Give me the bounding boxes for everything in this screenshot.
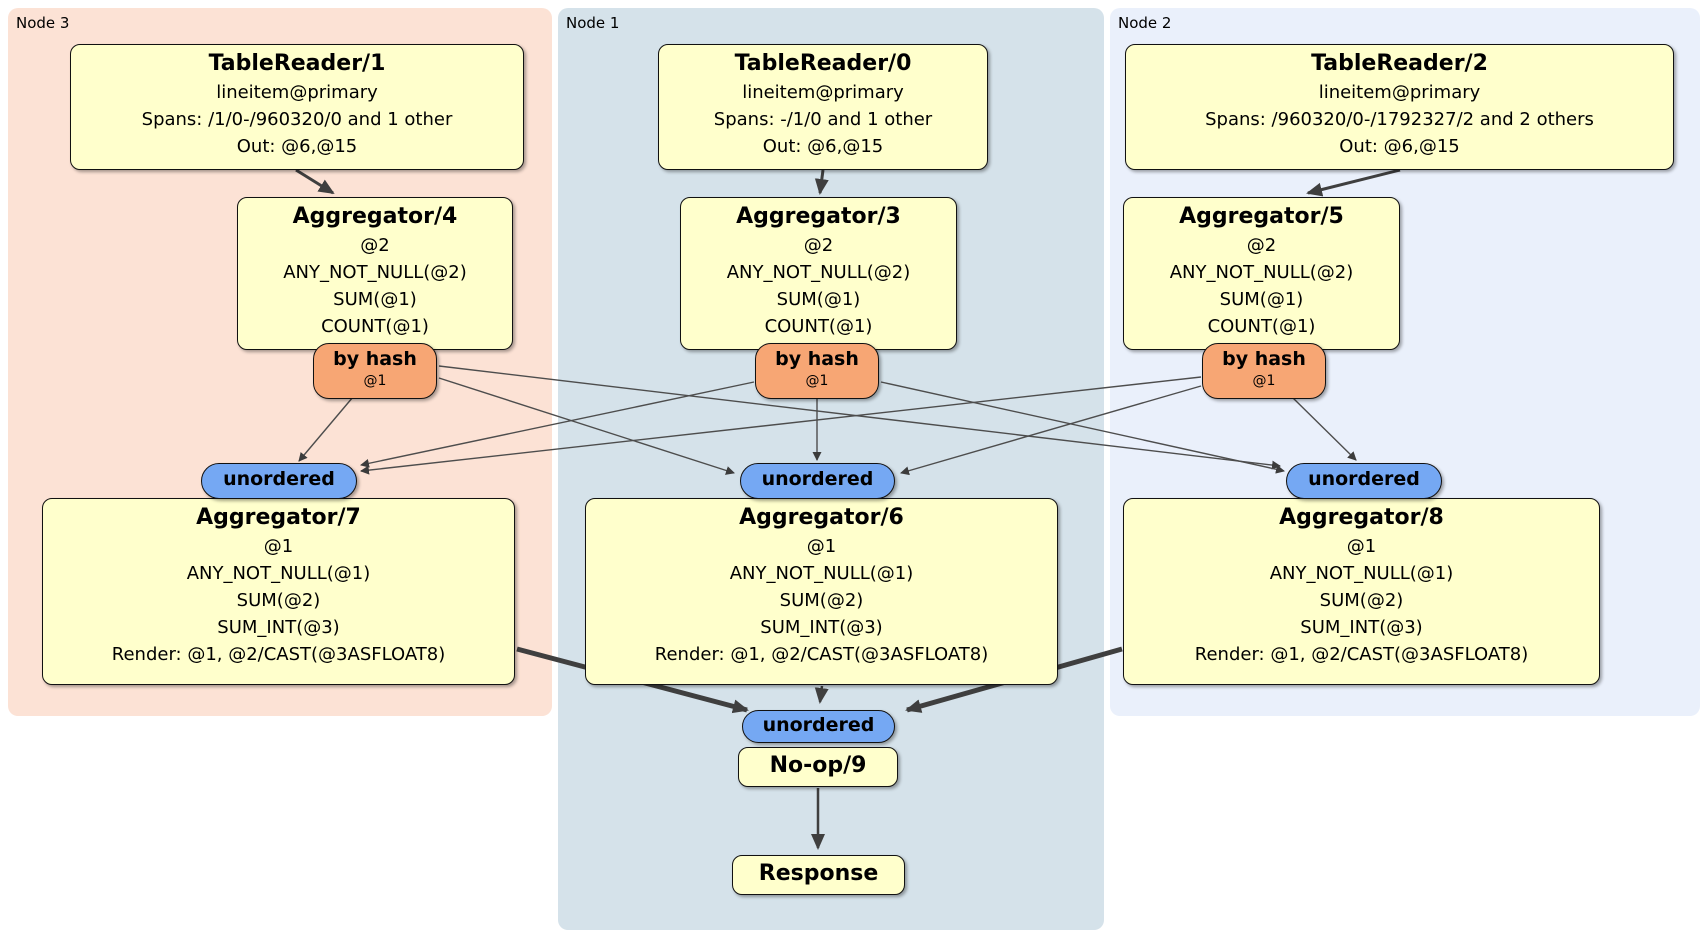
processor-title: Aggregator/6	[739, 505, 904, 530]
processor-agg-fn: ANY_NOT_NULL(@2)	[283, 262, 467, 283]
processor-agg-fn: SUM_INT(@3)	[760, 617, 883, 638]
edge-tr1-agg4	[295, 168, 335, 195]
processor-spans: Spans: /960320/0-/1792327/2 and 2 others	[1205, 109, 1594, 130]
processor-index: lineitem@primary	[1318, 82, 1481, 103]
processor-group-cols: @1	[263, 536, 294, 557]
processor-agg-fn: SUM(@2)	[236, 590, 321, 611]
edge-tr0-agg3	[814, 169, 829, 195]
processor-group-cols: @2	[1246, 235, 1277, 256]
processor-title: Response	[758, 861, 879, 886]
processor-agg-fn: ANY_NOT_NULL(@2)	[726, 262, 911, 283]
edge-agg6-sync9	[814, 685, 829, 704]
router-key: @1	[363, 373, 387, 389]
processor-title: Aggregator/5	[1179, 204, 1344, 229]
processor-spans: Spans: /1/0-/960320/0 and 1 other	[141, 109, 453, 130]
processor-title: TableReader/0	[734, 51, 912, 76]
processor-agg-fn: ANY_NOT_NULL(@2)	[1169, 262, 1354, 283]
processor-agg-fn: SUM(@2)	[1319, 590, 1404, 611]
processor-agg-fn: SUM_INT(@3)	[1300, 617, 1423, 638]
edge-tr2-agg5	[1306, 168, 1401, 197]
processor-agg-fn: ANY_NOT_NULL(@1)	[1269, 563, 1454, 584]
processor-title: Aggregator/8	[1279, 505, 1444, 530]
edge-hash5-sync6	[900, 385, 1202, 476]
processor-aggregator-3: Aggregator/3 @2 ANY_NOT_NULL(@2) SUM(@1)…	[680, 197, 957, 350]
processor-index: lineitem@primary	[216, 82, 378, 103]
sync-label: unordered	[762, 714, 875, 736]
processor-tablereader-0: TableReader/0 lineitem@primary Spans: -/…	[658, 44, 988, 170]
processor-index: lineitem@primary	[742, 82, 904, 103]
processor-render: Render: @1, @2/CAST(@3ASFLOAT8)	[654, 644, 989, 665]
processor-agg-fn: SUM_INT(@3)	[217, 617, 340, 638]
router-by-hash-agg3: by hash @1	[755, 343, 879, 399]
router-key: @1	[805, 373, 829, 389]
processor-aggregator-8: Aggregator/8 @1 ANY_NOT_NULL(@1) SUM(@2)…	[1123, 498, 1600, 685]
router-label: by hash	[775, 348, 859, 370]
sync-unordered-agg7: unordered	[201, 463, 357, 499]
processor-title: Aggregator/3	[736, 204, 901, 229]
processor-aggregator-4: Aggregator/4 @2 ANY_NOT_NULL(@2) SUM(@1)…	[237, 197, 513, 350]
sync-unordered-agg8: unordered	[1286, 463, 1442, 499]
region-node-2-label: Node 2	[1118, 14, 1172, 32]
processor-agg-fn: ANY_NOT_NULL(@1)	[186, 563, 371, 584]
processor-render: Render: @1, @2/CAST(@3ASFLOAT8)	[1194, 644, 1529, 665]
edge-hash3-sync7	[360, 381, 755, 468]
processor-group-cols: @2	[360, 235, 390, 256]
processor-aggregator-6: Aggregator/6 @1 ANY_NOT_NULL(@1) SUM(@2)…	[585, 498, 1058, 685]
processor-agg-fn: COUNT(@1)	[764, 316, 873, 337]
processor-noop-9: No-op/9	[738, 747, 898, 787]
edge-hash5-sync7	[360, 376, 1202, 475]
processor-aggregator-5: Aggregator/5 @2 ANY_NOT_NULL(@2) SUM(@1)…	[1123, 197, 1400, 350]
edge-hash3-sync8	[880, 381, 1285, 474]
processor-out: Out: @6,@15	[236, 136, 358, 157]
processor-agg-fn: ANY_NOT_NULL(@1)	[729, 563, 914, 584]
processor-out: Out: @6,@15	[1339, 136, 1460, 157]
processor-response: Response	[732, 855, 905, 895]
router-by-hash-agg4: by hash @1	[313, 343, 437, 399]
sync-label: unordered	[761, 468, 874, 490]
router-key: @1	[1252, 373, 1276, 389]
processor-tablereader-1: TableReader/1 lineitem@primary Spans: /1…	[70, 44, 524, 170]
sync-unordered-agg6: unordered	[740, 463, 895, 499]
processor-group-cols: @1	[1346, 536, 1377, 557]
router-label: by hash	[333, 348, 417, 370]
edge-hash4-sync8	[438, 365, 1281, 470]
sync-label: unordered	[223, 468, 335, 490]
processor-agg-fn: COUNT(@1)	[321, 316, 429, 337]
processor-spans: Spans: -/1/0 and 1 other	[713, 109, 933, 130]
processor-agg-fn: SUM(@1)	[776, 289, 861, 310]
processor-agg-fn: SUM(@2)	[779, 590, 864, 611]
processor-title: No-op/9	[769, 753, 867, 778]
edge-hash4-sync6	[438, 377, 735, 475]
router-label: by hash	[1222, 348, 1306, 370]
processor-title: TableReader/2	[1311, 51, 1488, 76]
processor-group-cols: @2	[803, 235, 834, 256]
processor-tablereader-2: TableReader/2 lineitem@primary Spans: /9…	[1125, 44, 1674, 170]
processor-out: Out: @6,@15	[762, 136, 884, 157]
region-node-1-label: Node 1	[566, 14, 620, 32]
processor-group-cols: @1	[806, 536, 837, 557]
processor-agg-fn: COUNT(@1)	[1207, 316, 1316, 337]
region-node-3-label: Node 3	[16, 14, 70, 32]
processor-title: Aggregator/7	[196, 505, 361, 530]
edge-hash4-sync7	[298, 396, 354, 462]
processor-agg-fn: SUM(@1)	[1219, 289, 1304, 310]
sync-label: unordered	[1308, 468, 1420, 490]
processor-agg-fn: SUM(@1)	[333, 289, 417, 310]
processor-aggregator-7: Aggregator/7 @1 ANY_NOT_NULL(@1) SUM(@2)…	[42, 498, 515, 685]
processor-render: Render: @1, @2/CAST(@3ASFLOAT8)	[111, 644, 446, 665]
processor-title: Aggregator/4	[292, 204, 458, 229]
processor-title: TableReader/1	[208, 51, 386, 76]
router-by-hash-agg5: by hash @1	[1202, 343, 1326, 399]
sync-unordered-noop: unordered	[742, 710, 895, 743]
edge-hash5-sync8	[1292, 397, 1357, 461]
